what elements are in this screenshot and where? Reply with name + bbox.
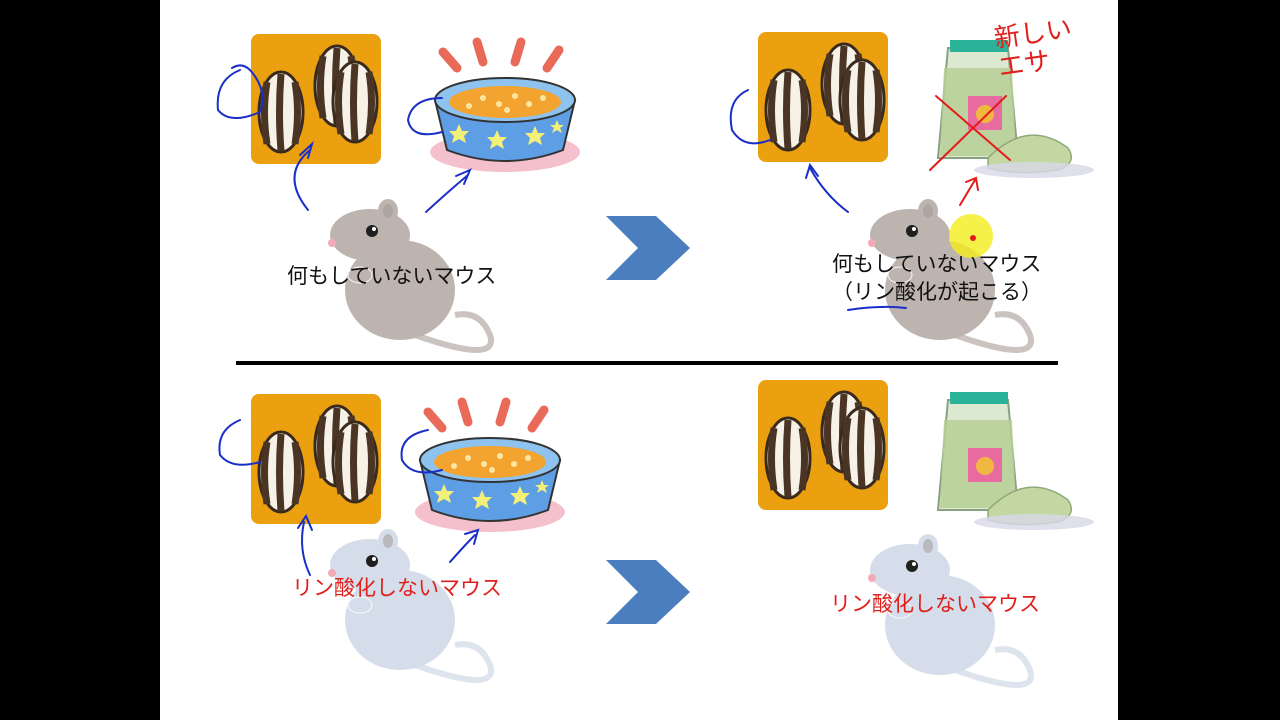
illustration-layer [216,0,1095,720]
slide-canvas: 何もしていないマウス 何もしていないマウス （リン酸化が起こる） リン酸化しない… [160,0,1118,720]
bottom-right-hay-bag [937,391,1095,531]
top-right-mouse-label-line1: 何もしていないマウス [832,252,1042,276]
bottom-right-seeds-card [758,380,888,510]
top-left-mouse-label: 何もしていないマウス [287,264,497,288]
bottom-right-mouse-label: リン酸化しないマウス [830,592,1040,616]
blue-pen-annotations [216,64,907,576]
bottom-chevron-arrow [606,560,690,624]
bottom-left-food-bowl [415,402,565,532]
top-left-food-bowl [430,42,580,172]
red-pen-annotations [929,95,1011,206]
top-right-seeds-card [758,32,888,162]
right-black-bar [1118,0,1280,720]
top-left-seeds-card [251,34,381,164]
handwritten-new-food-note: 新しいエサ [992,13,1074,83]
bottom-left-mouse-label: リン酸化しないマウス [292,576,502,600]
top-chevron-arrow [606,216,690,280]
top-right-mouse-label-line2: （リン酸化が起こる） [832,280,1042,304]
bottom-left-seeds-card [251,394,381,524]
red-dot [970,235,976,241]
bottom-left-mouse [328,529,491,680]
left-black-bar [0,0,160,720]
section-divider [236,361,1058,365]
